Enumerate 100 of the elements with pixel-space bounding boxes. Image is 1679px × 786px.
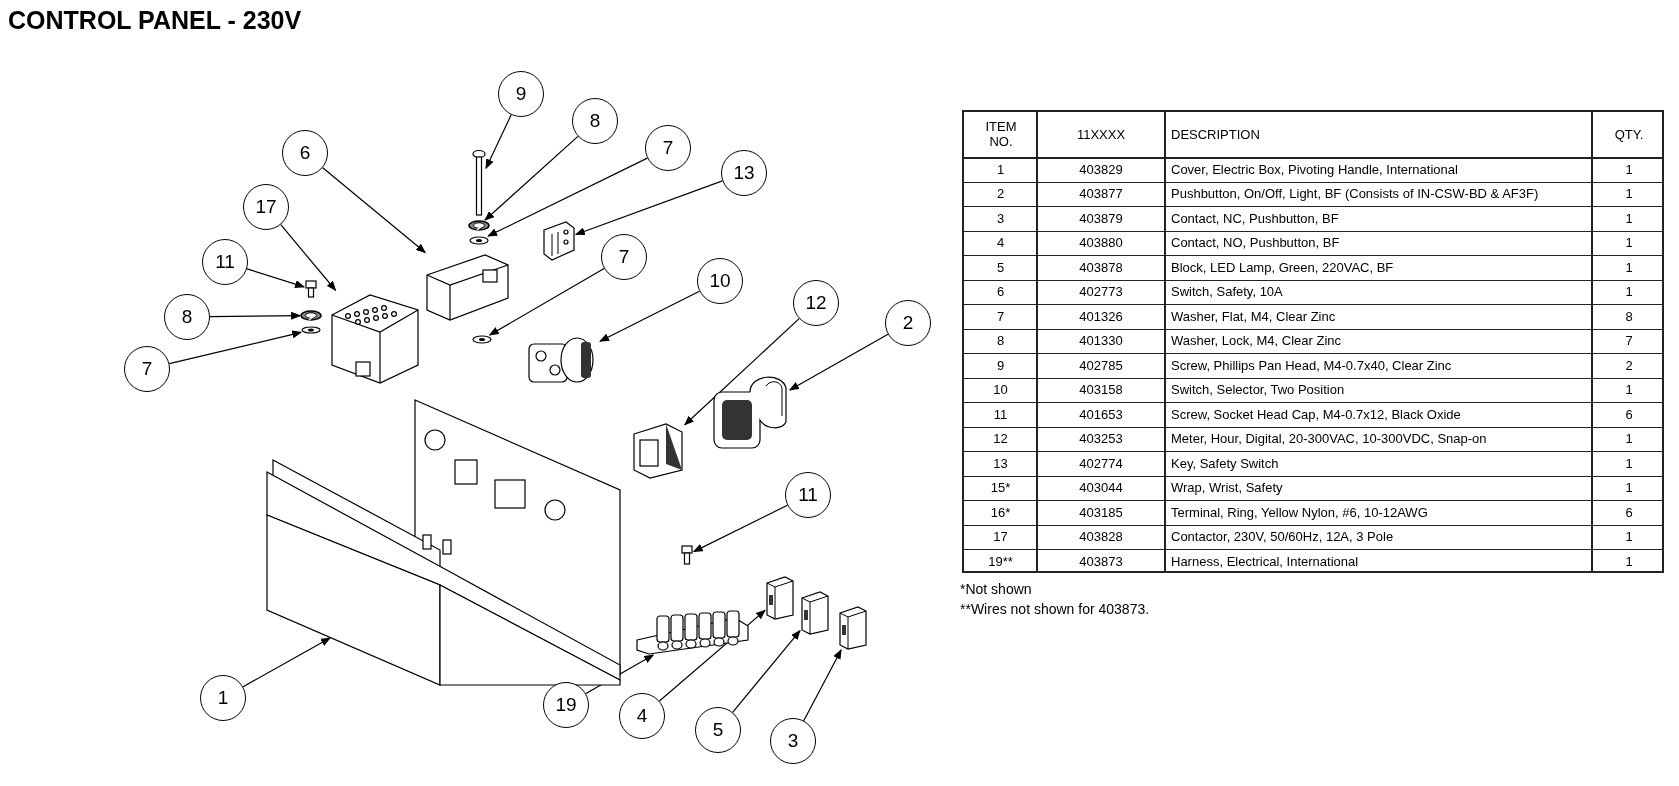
description: Washer, Flat, M4, Clear Zinc <box>1170 307 1337 326</box>
description: Terminal, Ring, Yellow Nylon, #6, 10-12AWG <box>1170 503 1429 522</box>
callout-number: 10 <box>697 258 743 304</box>
column-header: ITEM NO. <box>984 118 1018 151</box>
leader-line <box>692 504 788 553</box>
quantity: 1 <box>1624 160 1634 179</box>
leader-line <box>484 135 579 221</box>
callout-number: 12 <box>793 280 839 326</box>
contact-block-drawing <box>765 575 795 620</box>
callout-number: 8 <box>164 294 210 340</box>
page-title: CONTROL PANEL - 230V <box>8 6 302 35</box>
callout-number: 3 <box>770 718 816 764</box>
quantity: 8 <box>1624 307 1634 326</box>
description: Switch, Safety, 10A <box>1170 283 1284 302</box>
part-number: 403185 <box>1078 503 1124 522</box>
leader-line <box>732 629 801 713</box>
lock-washer-drawing <box>468 220 490 231</box>
item-number: 1 <box>995 160 1006 179</box>
description: Screw, Phillips Pan Head, M4-0.7x40, Clear Zinc <box>1170 356 1453 375</box>
part-number: 401653 <box>1078 405 1124 424</box>
description: Meter, Hour, Digital, 20-300VAC, 10-300VDC, Snap-on <box>1170 430 1488 449</box>
quantity: 1 <box>1624 185 1634 204</box>
callout-number: 5 <box>695 707 741 753</box>
footnote: *Not shown <box>960 580 1032 597</box>
part-number: 402774 <box>1078 454 1124 473</box>
description: Cover, Electric Box, Pivoting Handle, International <box>1170 160 1459 179</box>
part-number: 403829 <box>1078 160 1124 179</box>
leader-line <box>322 167 426 254</box>
lock-washer-drawing <box>300 310 322 321</box>
item-number: 17 <box>992 528 1009 547</box>
callout-number: 2 <box>885 300 931 346</box>
quantity: 7 <box>1624 332 1634 351</box>
quantity: 1 <box>1624 552 1634 571</box>
item-number: 9 <box>995 356 1006 375</box>
leader-line <box>209 311 302 320</box>
leader-line <box>246 268 306 288</box>
description: Contact, NO, Pushbutton, BF <box>1170 234 1341 253</box>
item-number: 12 <box>992 430 1009 449</box>
quantity: 1 <box>1624 209 1634 228</box>
description: Washer, Lock, M4, Clear Zinc <box>1170 332 1342 351</box>
leader-line <box>242 637 331 688</box>
hour-meter-drawing <box>630 420 685 480</box>
callout-number: 8 <box>572 98 618 144</box>
column-header: 11XXXX <box>1075 125 1127 144</box>
quantity: 1 <box>1624 381 1634 400</box>
leader-line <box>599 290 701 342</box>
part-number: 402773 <box>1078 283 1124 302</box>
leader-line <box>788 333 889 391</box>
part-number: 403879 <box>1078 209 1124 228</box>
quantity: 6 <box>1624 405 1634 424</box>
callout-number: 17 <box>243 184 289 230</box>
part-number: 403880 <box>1078 234 1124 253</box>
description: Wrap, Wrist, Safety <box>1170 479 1284 498</box>
description: Pushbutton, On/Off, Light, BF (Consists of IN-CSW-BD & AF3F) <box>1170 185 1540 204</box>
part-number: 403873 <box>1078 552 1124 571</box>
item-number: 2 <box>995 185 1006 204</box>
description: Harness, Electrical, International <box>1170 552 1360 571</box>
quantity: 1 <box>1624 430 1634 449</box>
description: Contactor, 230V, 50/60Hz, 12A, 3 Pole <box>1170 528 1395 547</box>
quantity: 1 <box>1624 454 1634 473</box>
washer-drawing <box>301 326 321 334</box>
terminal-block-drawing <box>635 610 750 655</box>
description: Switch, Selector, Two Position <box>1170 381 1346 400</box>
callout-number: 4 <box>619 693 665 739</box>
item-number: 7 <box>995 307 1006 326</box>
cap-screw-drawing <box>304 280 318 298</box>
item-number: 6 <box>995 283 1006 302</box>
leader-line <box>487 157 648 237</box>
callout-number: 7 <box>124 346 170 392</box>
item-number: 5 <box>995 258 1006 277</box>
description: Screw, Socket Head Cap, M4-0.7x12, Black Oxide <box>1170 405 1462 424</box>
quantity: 1 <box>1624 258 1634 277</box>
callout-number: 7 <box>645 125 691 171</box>
washer-drawing <box>469 236 489 245</box>
screw-drawing <box>472 150 486 216</box>
leader-line <box>574 180 723 236</box>
leader-line <box>280 224 337 292</box>
part-number: 401326 <box>1078 307 1124 326</box>
column-header: DESCRIPTION <box>1170 125 1261 144</box>
quantity: 2 <box>1624 356 1634 375</box>
quantity: 1 <box>1624 283 1634 302</box>
part-number: 403044 <box>1078 479 1124 498</box>
item-number: 19** <box>987 552 1014 571</box>
item-number: 15* <box>989 479 1012 498</box>
callout-number: 6 <box>282 130 328 176</box>
key-drawing <box>540 220 576 262</box>
washer-drawing <box>472 335 492 344</box>
item-number: 10 <box>992 381 1009 400</box>
item-number: 16* <box>989 503 1012 522</box>
leader-line <box>803 649 842 722</box>
part-number: 403877 <box>1078 185 1124 204</box>
quantity: 6 <box>1624 503 1634 522</box>
callout-number: 9 <box>498 71 544 117</box>
part-number: 402785 <box>1078 356 1124 375</box>
contact-block-drawing <box>838 605 868 650</box>
callout-number: 1 <box>200 675 246 721</box>
contact-block-drawing <box>800 590 830 635</box>
description: Block, LED Lamp, Green, 220VAC, BF <box>1170 258 1395 277</box>
part-number: 403878 <box>1078 258 1124 277</box>
callout-number: 11 <box>785 472 831 518</box>
